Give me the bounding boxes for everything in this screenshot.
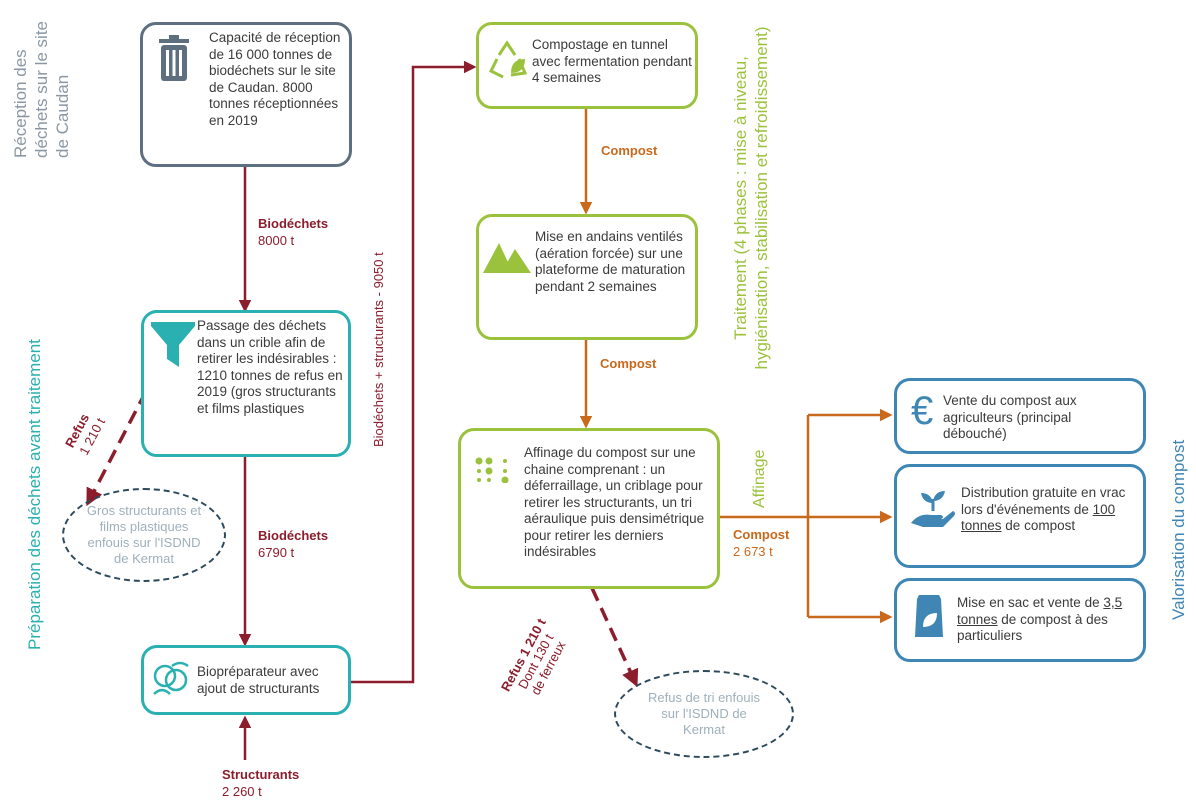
- value-compost-3: 2 673 t: [733, 544, 773, 559]
- mixer-icon: [153, 661, 189, 695]
- ellipse-gros-structurants: Gros structurants et films plastiques en…: [62, 488, 226, 582]
- section-traitement: Traitement (4 phases : mise à niveau, hy…: [731, 26, 771, 370]
- affinage-text: Affinage du compost sur une chaine compr…: [524, 445, 705, 559]
- label-compost-1: Compost: [601, 143, 658, 158]
- euro-icon: €: [911, 389, 934, 433]
- hand-plant-icon: [911, 491, 955, 527]
- value-structurants: 2 260 t: [222, 784, 262, 799]
- label-compost-3: Compost: [733, 527, 790, 542]
- mountains-icon: [483, 243, 531, 273]
- crible-box: Passage des déchets dans un crible afin …: [141, 310, 351, 457]
- value-biodechets-1: 8000 t: [258, 233, 295, 248]
- vente-box: € Vente du compost aux agriculteurs (pri…: [894, 378, 1146, 454]
- andains-box: Mise en andains ventilés (aération forcé…: [476, 214, 698, 340]
- label-affinage: Affinage: [751, 449, 768, 508]
- crible-text: Passage des déchets dans un crible afin …: [197, 318, 343, 416]
- label-biodechets-2: Biodéchets: [258, 528, 329, 543]
- value-biodechets-2: 6790 t: [258, 545, 295, 560]
- tunnel-text: Compostage en tunnel avec fermentation p…: [532, 37, 692, 85]
- sac-text: Mise en sac et vente de 3,5 tonnes de co…: [957, 595, 1123, 643]
- tunnel-box: Compostage en tunnel avec fermentation p…: [476, 22, 698, 109]
- label-biodechets-1: Biodéchets: [258, 216, 329, 231]
- sac-quantity: 3,5 tonnes: [957, 595, 1123, 627]
- affinage-box: Affinage du compost sur une chaine compr…: [458, 428, 720, 589]
- funnel-icon: [151, 322, 195, 367]
- reception-text: Capacité de réception de 16 000 tonnes d…: [209, 30, 341, 128]
- section-preparation: Préparation des déchets avant traitement: [25, 339, 44, 650]
- sac-box: Mise en sac et vente de 3,5 tonnes de co…: [894, 578, 1146, 662]
- distribution-quantity: 100 tonnes: [961, 501, 1116, 534]
- dots-grid-icon: [475, 457, 509, 483]
- recycle-leaf-icon: [488, 40, 528, 79]
- biopreparateur-box: Biopréparateur avec ajout de structurant…: [141, 645, 351, 715]
- compost-bag-icon: [915, 595, 943, 637]
- section-reception: Réception des déchets sur le site de Cau…: [11, 20, 72, 158]
- biopreparateur-text: Biopréparateur avec ajout de structurant…: [197, 664, 320, 696]
- trash-icon: [159, 35, 189, 81]
- section-valorisation: Valorisation du compost: [1169, 439, 1188, 620]
- reception-box: Capacité de réception de 16 000 tonnes d…: [140, 22, 352, 167]
- arrow-bio-structurants: [350, 60, 477, 684]
- distribution-box: Distribution gratuite en vrac lors d'évé…: [894, 464, 1146, 568]
- ellipse-refus-tri: Refus de tri enfouis sur l'ISDND de Kerm…: [614, 670, 794, 758]
- andains-text: Mise en andains ventilés (aération forcé…: [535, 229, 686, 294]
- label-compost-2: Compost: [600, 356, 657, 371]
- distribution-text: Distribution gratuite en vrac lors d'évé…: [961, 485, 1126, 534]
- arrow-refus-affinage: [590, 587, 639, 688]
- vente-text: Vente du compost aux agriculteurs (princ…: [943, 393, 1077, 441]
- label-structurants: Structurants: [222, 767, 300, 782]
- label-bio-structurants: Biodéchets + structurants - 9050 t: [371, 252, 386, 447]
